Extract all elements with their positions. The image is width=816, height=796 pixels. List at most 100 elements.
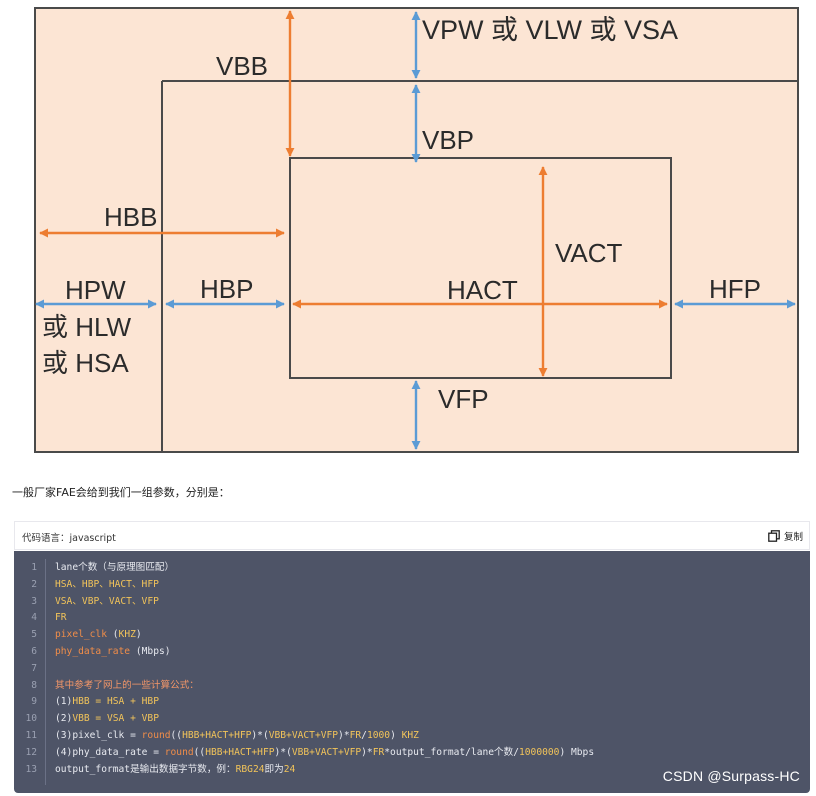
code-token: pixel_clk [55, 629, 107, 641]
code-header: 代码语言：javascript 复制 [14, 521, 810, 550]
code-token: HSA、HBP、HACT、HFP [55, 578, 159, 590]
code-token: KHZ [118, 629, 136, 641]
code-token: (1) [55, 696, 73, 708]
code-token: )* [361, 746, 373, 758]
code-token: ) Mbps [559, 746, 595, 758]
code-token: ) [135, 629, 142, 641]
code-text: FR [55, 610, 67, 627]
code-token: FR [55, 612, 67, 624]
code-line: 11 (3)pixel_clk = round((HBB+HACT+HFP)*(V… [14, 728, 810, 745]
label-hfp: HFP [709, 274, 761, 304]
code-token: RBG24 [235, 763, 265, 775]
code-text: (3)pixel_clk = round((HBB+HACT+HFP)*(VBB… [55, 728, 419, 745]
code-text: 其中参考了网上的一些计算公式： [55, 678, 199, 695]
code-line: 5 pixel_clk (KHZ) [14, 627, 810, 644]
code-text: lane个数（与原理图匹配） [55, 560, 174, 577]
code-token: FR [372, 746, 385, 758]
label-vpw: VPW 或 VLW 或 VSA [422, 15, 678, 45]
line-number: 12 [25, 746, 37, 758]
code-line: 8 其中参考了网上的一些计算公式： [14, 678, 810, 695]
parameter-description: 一般厂家FAE会给到我们一组参数，分别是： [12, 486, 230, 499]
copy-button[interactable]: 复制 [768, 528, 803, 544]
code-line: 3 VSA、VBP、VACT、VFP [14, 594, 810, 611]
code-token: / [361, 730, 367, 741]
line-number: 3 [31, 595, 37, 607]
copy-label: 复制 [783, 532, 803, 543]
code-token: ) [390, 730, 402, 741]
copy-icon [768, 530, 780, 542]
label-hpw: HPW [65, 275, 126, 305]
line-number: 6 [31, 646, 37, 657]
line-number: 7 [31, 662, 37, 674]
gutter-divider [45, 559, 46, 785]
code-token: VBB+VACT+VFP [268, 730, 339, 741]
code-token: FR [349, 730, 362, 741]
code-line: 1 lane个数（与原理图匹配） [14, 560, 810, 577]
code-line: 7 [14, 661, 810, 678]
display-timing-diagram: VPW 或 VLW 或 VSA VBB VBP HBB VACT HPW 或 H… [34, 7, 799, 453]
code-token: *output_format/lane个数/ [384, 746, 519, 758]
line-number: 10 [25, 713, 37, 725]
label-hact: HACT [447, 275, 518, 305]
code-token: (( [170, 730, 183, 741]
code-token: HBB = HSA + HBP [72, 696, 159, 708]
code-token: lane个数（与原理图匹配） [55, 562, 175, 573]
label-hbp: HBP [200, 274, 253, 304]
code-token: 即为 [264, 763, 284, 775]
code-token: VBB = VSA + VBP [72, 713, 159, 725]
code-line: 6 phy_data_rate (Mbps) [14, 644, 810, 661]
code-token: (Mbps) [130, 646, 171, 657]
code-token: )* [338, 730, 350, 741]
label-vact: VACT [555, 238, 623, 268]
code-token: (3)pixel_clk = [55, 730, 142, 741]
code-line: 10 (2)VBB = VSA + VBP [14, 711, 810, 728]
code-token: (4)phy_data_rate = [55, 746, 165, 758]
code-token: 24 [283, 763, 296, 775]
code-token: 1000 [366, 730, 391, 741]
code-token: VBB+VACT+VFP [291, 746, 362, 758]
label-vbp: VBP [422, 125, 474, 155]
watermark: CSDN @Surpass-HC [662, 768, 800, 784]
label-hsa: 或 HSA [42, 348, 129, 378]
code-token: (( [193, 746, 206, 758]
label-vfp: VFP [438, 384, 489, 414]
code-token: )*( [251, 730, 269, 741]
code-token: ( [106, 629, 119, 641]
label-hlw: 或 HLW [42, 312, 132, 342]
code-token: output_format是输出数据字节数，例： [55, 763, 236, 775]
code-token: 1000000 [519, 746, 560, 758]
code-text: HSA、HBP、HACT、HFP [55, 577, 159, 594]
active-area-frame [289, 157, 672, 379]
label-hbb: HBB [104, 202, 157, 232]
line-number: 8 [31, 679, 37, 691]
line-number: 5 [31, 629, 37, 641]
line-number: 11 [25, 730, 37, 741]
code-line: 12 (4)phy_data_rate = round((HBB+HACT+HFP… [14, 745, 810, 762]
code-token: round [164, 746, 194, 758]
code-text: pixel_clk (KHZ) [55, 627, 142, 644]
label-vbb: VBB [216, 51, 268, 81]
code-token: round [141, 730, 171, 741]
code-token: (2) [55, 713, 73, 725]
code-token: 其中参考了网上的一些计算公式： [55, 679, 199, 691]
code-text: phy_data_rate (Mbps) [55, 644, 171, 661]
line-number: 13 [25, 763, 37, 775]
code-line: 13 output_format是输出数据字节数，例：RBG24即为24 [14, 762, 810, 779]
code-token: VSA、VBP、VACT、VFP [55, 595, 159, 607]
code-text: output_format是输出数据字节数，例：RBG24即为24 [55, 762, 295, 779]
code-text: VSA、VBP、VACT、VFP [55, 594, 159, 611]
line-number: 9 [31, 696, 37, 708]
code-token: phy_data_rate [55, 646, 131, 657]
code-token: KHZ [401, 730, 419, 741]
line-number: 4 [31, 612, 37, 624]
line-number: 1 [31, 562, 37, 573]
code-token: HBB+HACT+HFP [205, 746, 275, 758]
code-token: )*( [274, 746, 292, 758]
code-text: (1)HBB = HSA + HBP [55, 694, 159, 711]
code-language-label: 代码语言：javascript [22, 533, 116, 544]
code-text: (2)VBB = VSA + VBP [55, 711, 159, 728]
code-line: 4 FR [14, 610, 810, 627]
